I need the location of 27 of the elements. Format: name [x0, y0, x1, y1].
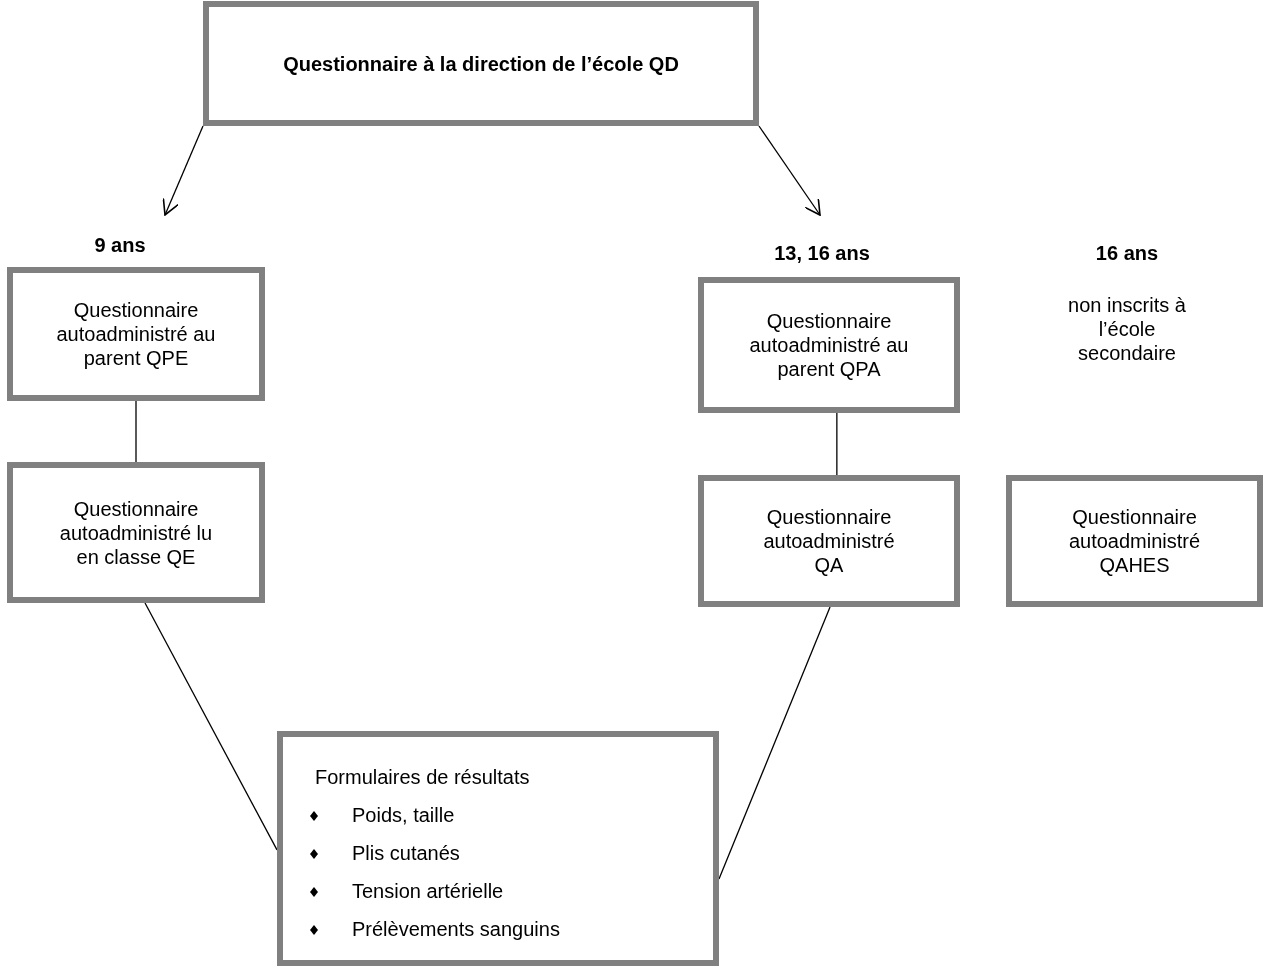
list-item: Prélèvements sanguins [352, 917, 560, 941]
box-text: Questionnaire autoadministré lu en classe QE [58, 496, 214, 569]
arrow [758, 125, 821, 216]
box-text: Questionnaire autoadministré au parent QPE [55, 298, 217, 370]
arrow [162, 125, 204, 216]
list-item: Plis cutanés [352, 841, 460, 865]
age-heading: 13, 16 ans [773, 241, 871, 265]
age-heading: 16 ans [1094, 241, 1160, 265]
process-box [203, 1, 759, 126]
process-box [7, 267, 265, 401]
connector-line [836, 412, 838, 476]
title-text: Questionnaire à la direction de l’école QD [283, 51, 679, 76]
list-item: Poids, taille [352, 803, 455, 827]
box-text: Questionnaire autoadministré au parent QPA [748, 309, 910, 381]
results-box [277, 731, 719, 966]
box-text: Questionnaire autoadministré QA [762, 505, 896, 577]
process-box [698, 475, 960, 607]
process-box [7, 462, 265, 603]
note-text: non inscrits à l’école secondaire [1067, 293, 1187, 365]
age-heading: 9 ans [93, 233, 147, 257]
connector-line [144, 602, 278, 851]
process-box [698, 277, 960, 413]
connector-line [135, 400, 137, 463]
list-heading: Formulaires de résultats [315, 765, 530, 789]
process-box [1006, 475, 1263, 607]
box-text: Questionnaire autoadministré QAHES [1067, 505, 1202, 577]
list-item: Tension artérielle [352, 879, 504, 903]
